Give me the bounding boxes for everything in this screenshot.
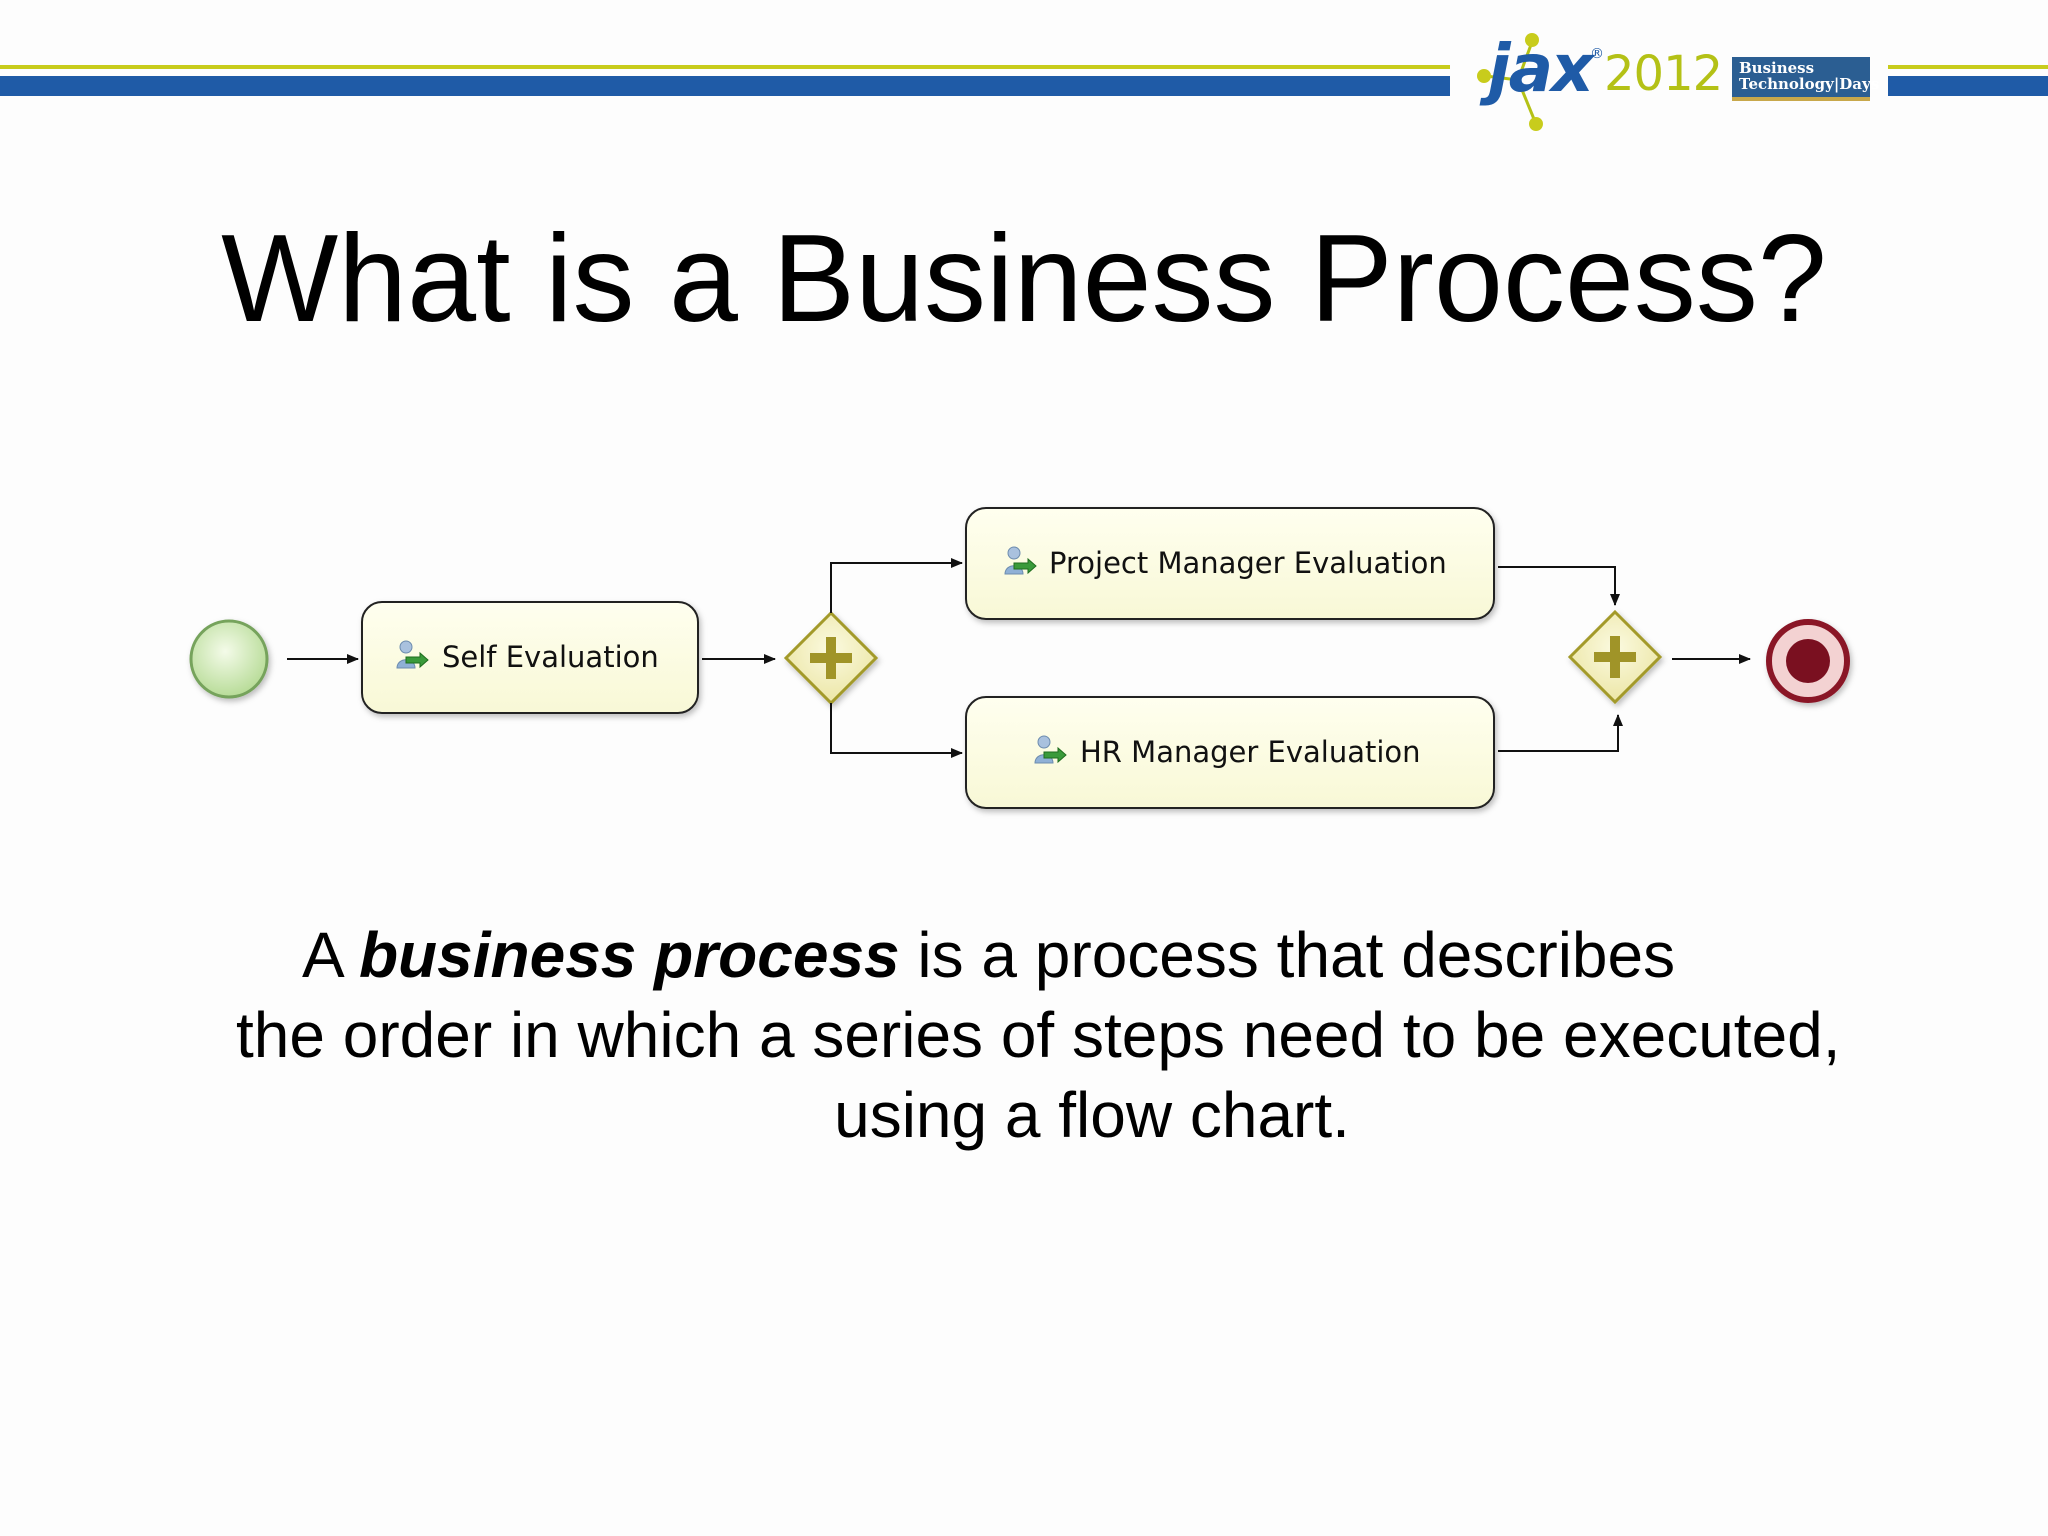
- definition-line-1: A business process is a process that des…: [302, 915, 1675, 995]
- definition-prefix: A: [302, 919, 359, 991]
- header-accent-line: [0, 65, 1450, 69]
- header-bar-right: [1888, 76, 2048, 96]
- task-label-hr-manager-evaluation: HR Manager Evaluation: [1080, 735, 1421, 769]
- task-label-project-manager-evaluation: Project Manager Evaluation: [1049, 546, 1447, 580]
- task-label-self-evaluation: Self Evaluation: [442, 640, 659, 674]
- jax-logo-molecule-icon: [1477, 33, 1543, 131]
- start-event: [189, 619, 269, 699]
- badge-line-1: Business: [1739, 59, 1815, 77]
- definition-emphasis: business process: [358, 919, 900, 991]
- parallel-split-gateway: [783, 610, 879, 706]
- end-event: [1766, 619, 1850, 703]
- logo-year: 2012: [1604, 46, 1723, 102]
- header-bar: [0, 76, 1450, 96]
- slide-title: What is a Business Process?: [221, 210, 1827, 348]
- logo-wordmark: jax: [1488, 30, 1594, 107]
- sequence-flow: [1498, 714, 1623, 752]
- sequence-flow: [830, 703, 963, 758]
- badge-line-2: Technology|Days: [1739, 75, 1880, 93]
- parallel-join-gateway: [1567, 609, 1663, 705]
- event-badge: Business Technology|Days: [1732, 57, 1880, 101]
- definition-line-2: the order in which a series of steps nee…: [236, 999, 1841, 1071]
- sequence-flow: [830, 558, 963, 613]
- task-hr-manager-evaluation: HR Manager Evaluation: [965, 696, 1495, 809]
- logo-registered-mark: ®: [1590, 46, 1604, 62]
- definition-line-3: using a flow chart.: [834, 1079, 1350, 1151]
- task-self-evaluation: Self Evaluation: [361, 601, 699, 714]
- task-project-manager-evaluation: Project Manager Evaluation: [965, 507, 1495, 620]
- header-accent-line-right: [1888, 65, 2048, 69]
- definition-suffix: is a process that describes: [899, 919, 1676, 991]
- sequence-flow: [1498, 566, 1620, 606]
